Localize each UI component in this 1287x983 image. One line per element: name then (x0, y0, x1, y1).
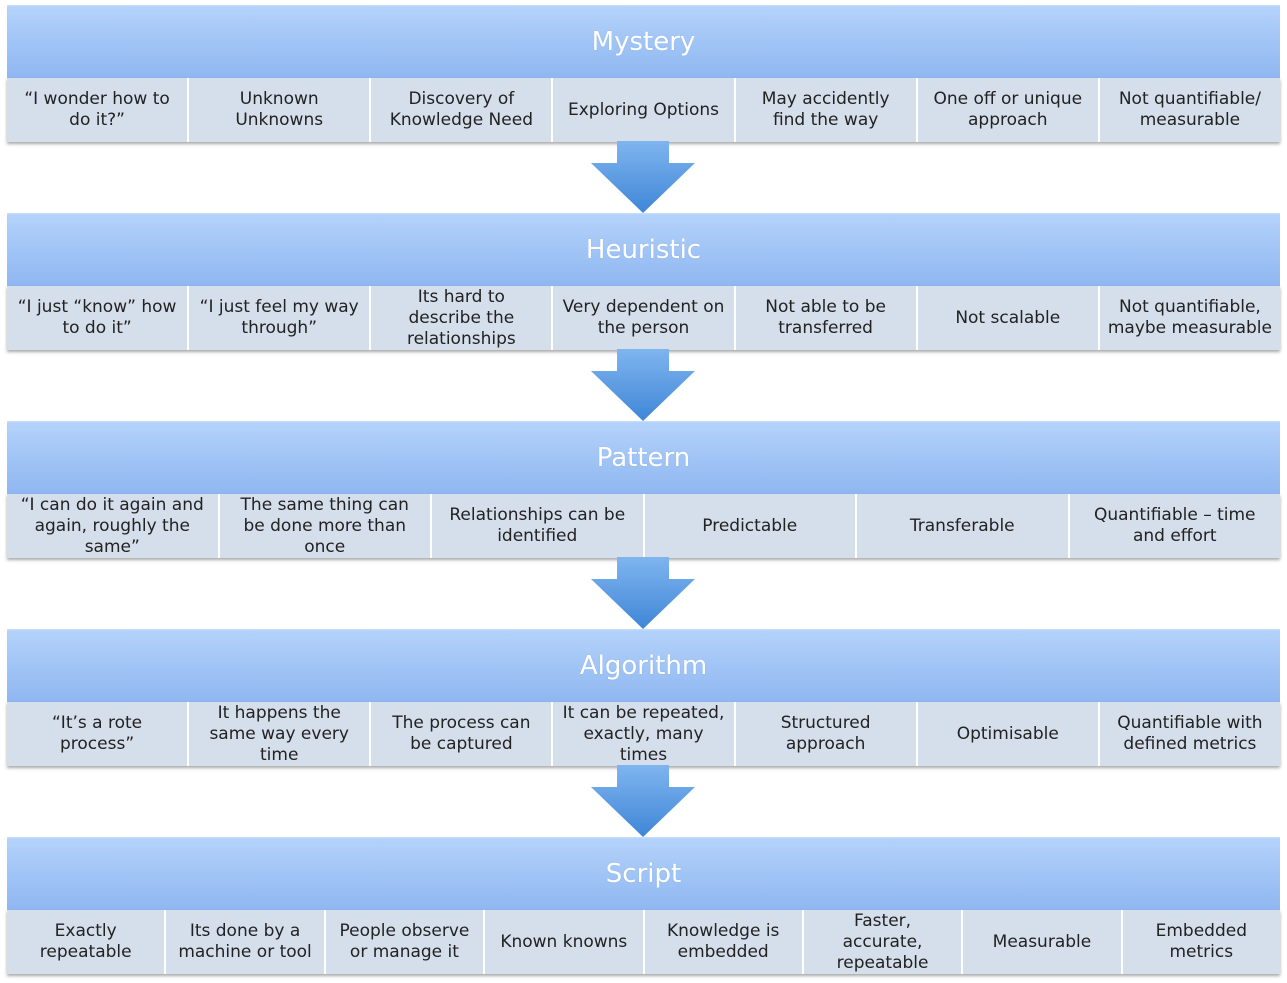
stage-items: “I wonder how to do it?” Unknown Unknown… (7, 78, 1280, 142)
stage-item: People observe or manage it (325, 910, 486, 974)
stage-item: Not quantifiable, maybe measurable (1099, 286, 1280, 350)
stage-items: Exactly repeatable Its done by a machine… (7, 910, 1280, 974)
stage-item: Exactly repeatable (7, 910, 167, 974)
stage-item: Exploring Options (553, 78, 736, 142)
stage-title: Algorithm (7, 629, 1280, 702)
stage-items: “I just “know” how to do it” “I just fee… (7, 286, 1280, 350)
stage-item: It happens the same way every time (189, 702, 372, 766)
stage-item: Embedded metrics (1122, 910, 1280, 974)
stage-item: Transferable (857, 494, 1070, 558)
stage-title: Heuristic (7, 213, 1280, 286)
stage-items: “It’s a rote process” It happens the sam… (7, 702, 1280, 766)
stage-item: It can be repeated, exactly, many times (553, 702, 736, 766)
stage-item: Relationships can be identified (432, 494, 645, 558)
stage-item: Not quantifiable/ measurable (1099, 78, 1280, 142)
stage-item: Discovery of Knowledge Need (371, 78, 554, 142)
stage-items: “I can do it again and again, roughly th… (7, 494, 1280, 558)
stage-item: Its hard to describe the relationships (371, 286, 554, 350)
stage-item: Structured approach (735, 702, 918, 766)
stage-item: “It’s a rote process” (7, 702, 190, 766)
stage-mystery: Mystery “I wonder how to do it?” Unknown… (7, 5, 1280, 142)
stage-item: “I wonder how to do it?” (7, 78, 190, 142)
stage-script: Script Exactly repeatable Its done by a … (7, 837, 1280, 974)
stage-item: Known knowns (485, 910, 645, 974)
stage-item: One off or unique approach (917, 78, 1100, 142)
stage-title: Pattern (7, 421, 1280, 494)
down-arrow-icon (591, 141, 695, 213)
stage-item: May accidently find the way (735, 78, 918, 142)
stage-item: The process can be captured (371, 702, 554, 766)
stage-item: Its done by a machine or tool (166, 910, 326, 974)
down-arrow-icon (591, 349, 695, 421)
stage-item: Optimisable (917, 702, 1100, 766)
stage-item: Quantifiable – time and effort (1069, 494, 1280, 558)
stage-item: Knowledge is embedded (644, 910, 804, 974)
stage-item: Quantifiable with defined metrics (1099, 702, 1280, 766)
stage-heuristic: Heuristic “I just “know” how to do it” “… (7, 213, 1280, 350)
stage-pattern: Pattern “I can do it again and again, ro… (7, 421, 1280, 558)
stage-item: The same thing can be done more than onc… (219, 494, 432, 558)
stage-item: “I can do it again and again, roughly th… (7, 494, 220, 558)
down-arrow-icon (591, 765, 695, 837)
stage-title: Script (7, 837, 1280, 910)
down-arrow-icon (591, 557, 695, 629)
stage-title: Mystery (7, 5, 1280, 78)
stage-algorithm: Algorithm “It’s a rote process” It happe… (7, 629, 1280, 766)
stage-item: Very dependent on the person (553, 286, 736, 350)
stage-item: Predictable (644, 494, 857, 558)
stage-item: “I just “know” how to do it” (7, 286, 190, 350)
stage-item: Not able to be transferred (735, 286, 918, 350)
stage-item: Not scalable (917, 286, 1100, 350)
stage-item: Measurable (963, 910, 1123, 974)
stage-item: Faster, accurate, repeatable (803, 910, 964, 974)
stage-item: Unknown Unknowns (189, 78, 372, 142)
stage-item: “I just feel my way through” (189, 286, 372, 350)
